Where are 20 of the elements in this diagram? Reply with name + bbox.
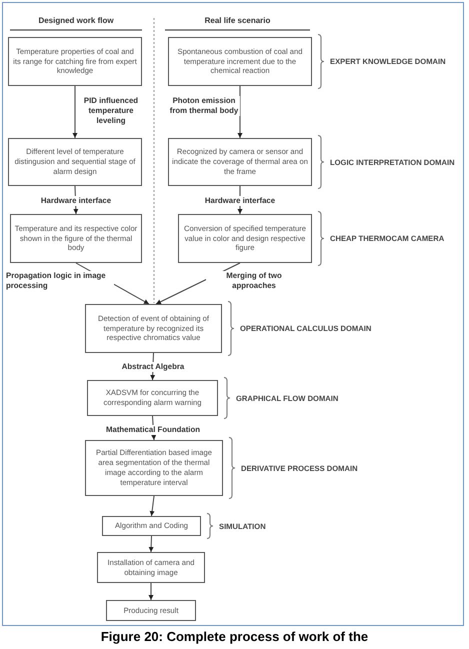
column-heading: Real life scenario bbox=[204, 16, 272, 25]
process-box bbox=[102, 516, 201, 536]
figure-caption: Figure 20: Complete process of work of the bbox=[100, 629, 370, 644]
arrow bbox=[238, 86, 242, 138]
process-box bbox=[178, 214, 312, 263]
arrow bbox=[148, 582, 154, 600]
process-box bbox=[168, 138, 312, 186]
arrow bbox=[148, 536, 154, 552]
process-box bbox=[85, 304, 222, 353]
process-box bbox=[10, 214, 142, 263]
process-box bbox=[8, 138, 142, 186]
process-box bbox=[97, 552, 205, 583]
process-box bbox=[106, 600, 196, 621]
column-heading: Designed work flow bbox=[37, 16, 115, 25]
process-box bbox=[8, 37, 142, 86]
process-box bbox=[168, 37, 312, 86]
arrow bbox=[150, 496, 155, 516]
arrow bbox=[72, 86, 78, 138]
process-box bbox=[85, 440, 223, 496]
process-box bbox=[87, 380, 218, 416]
